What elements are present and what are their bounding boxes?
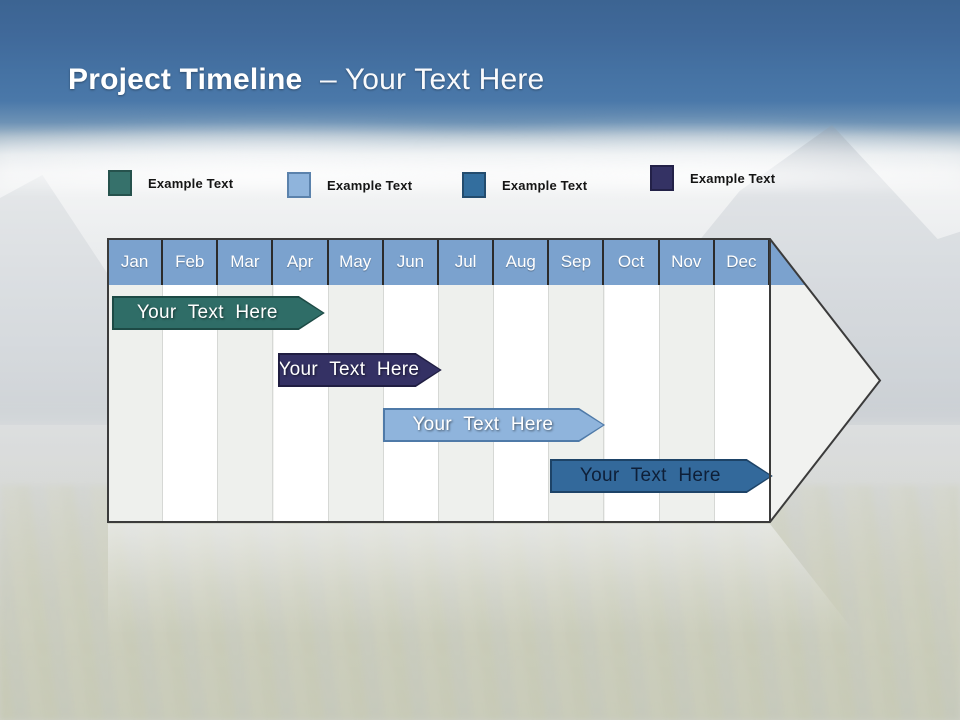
timeline-bar-label[interactable]: Your Text Here [579,465,721,486]
timeline-bar[interactable]: Your Text Here [112,296,325,330]
legend-label[interactable]: Example Text [690,170,776,186]
legend-item: Example Text [108,170,233,196]
timeline-bar-body: Your Text Here [114,298,323,328]
slide-title-main: Project Timeline [68,63,303,96]
legend-label[interactable]: Example Text [327,177,413,193]
legend-item: Example Text [650,165,775,191]
legend-label[interactable]: Example Text [502,177,588,193]
legend-swatch [650,165,674,191]
slide-title-placeholder: – Your Text Here [319,63,545,96]
timeline-bar-label[interactable]: Your Text Here [412,414,554,435]
timeline-bar-label[interactable]: Your Text Here [136,302,278,323]
timeline-bar[interactable]: Your Text Here [383,408,605,442]
timeline-bar-label[interactable]: Your Text Here [278,359,420,380]
legend-swatch [108,170,132,196]
legend-label[interactable]: Example Text [148,175,234,191]
timeline-bar-body: Your Text Here [552,461,771,491]
slide-title[interactable]: Project Timeline – Your Text Here [68,60,544,100]
legend-item: Example Text [462,172,587,198]
timeline-bar-body: Your Text Here [280,355,440,385]
legend-item: Example Text [287,172,412,198]
legend-swatch [287,172,311,198]
timeline-bar-body: Your Text Here [385,410,603,440]
legend-swatch [462,172,486,198]
timeline-bar[interactable]: Your Text Here [550,459,773,493]
timeline-bar[interactable]: Your Text Here [278,353,442,387]
table-reflection [108,524,856,634]
